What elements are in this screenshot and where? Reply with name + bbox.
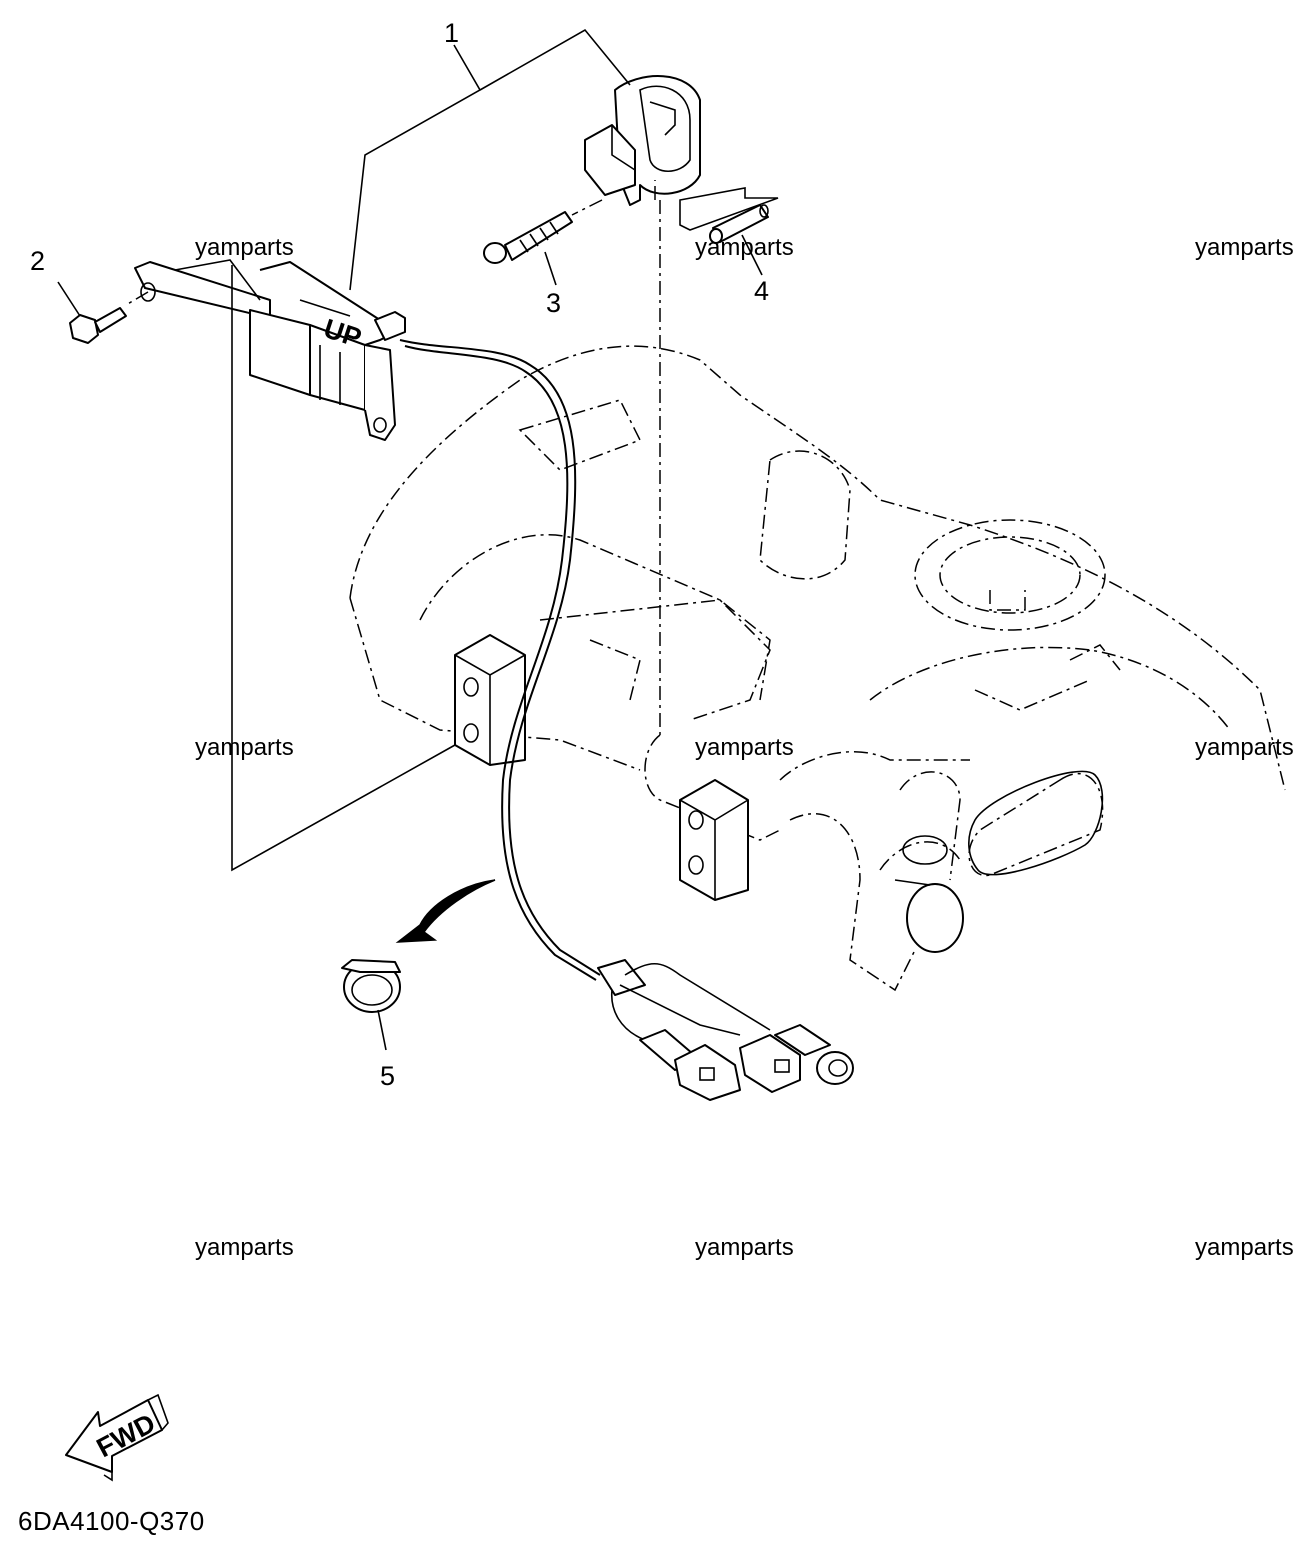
callout-3: 3 (546, 288, 561, 318)
watermark-3: yamparts (1195, 234, 1294, 261)
diagram-code: 6DA4100-Q370 (18, 1506, 205, 1536)
watermark-1: yamparts (195, 234, 294, 261)
part-3-screw (483, 211, 573, 264)
part-4-pin (709, 204, 769, 244)
leader-lines (57, 28, 779, 1051)
watermark-9: yamparts (1195, 1234, 1294, 1261)
phantom-housing-outline (349, 345, 1286, 992)
mounting-block-left (454, 634, 526, 766)
callout-4: 4 (754, 276, 769, 306)
watermark-5: yamparts (695, 734, 794, 761)
watermark-4: yamparts (195, 734, 294, 761)
shaft-end-knob (894, 835, 964, 953)
callout-1: 1 (444, 18, 459, 48)
part-5-hose-clamp (341, 959, 401, 1013)
mounting-block-right (679, 779, 749, 901)
watermark-7: yamparts (195, 1234, 294, 1261)
watermark-6: yamparts (1195, 734, 1294, 761)
watermark-2: yamparts (695, 234, 794, 261)
part-2-bolt (69, 307, 127, 344)
part-1-sensor-unit (584, 75, 701, 206)
callout-2: 2 (30, 246, 45, 276)
watermark-8: yamparts (695, 1234, 794, 1261)
callout-5: 5 (380, 1061, 395, 1091)
part-1-switch-bracket (134, 259, 406, 441)
housing-pad (968, 770, 1104, 876)
forward-arrow-icon (65, 1393, 169, 1482)
connector-terminals (639, 1024, 854, 1101)
assembly-arrow (395, 879, 496, 943)
wire-harness (399, 339, 771, 1041)
